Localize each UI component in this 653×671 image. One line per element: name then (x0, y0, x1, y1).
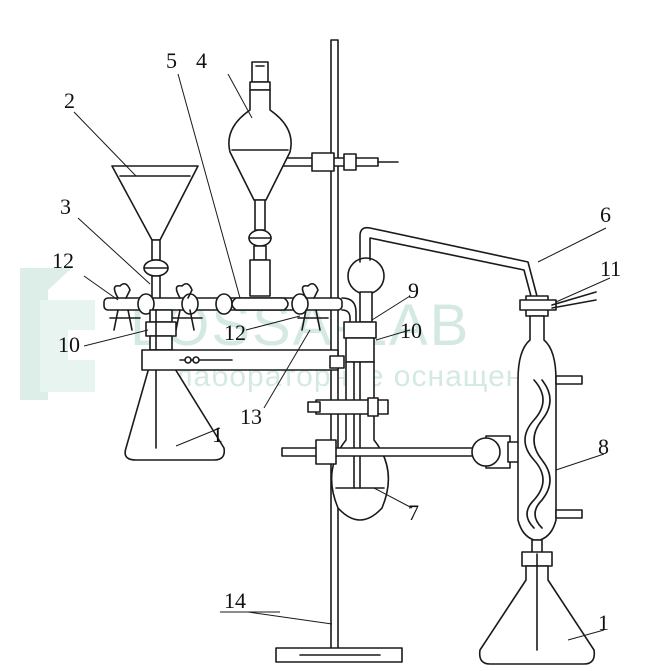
label-1-left: 1 (212, 422, 223, 447)
label-10-right: 10 (400, 318, 422, 343)
label-1-right: 1 (598, 610, 609, 635)
label-8: 8 (598, 434, 609, 459)
right-flask (478, 551, 596, 665)
label-7: 7 (408, 500, 419, 525)
separatory-funnel (228, 61, 292, 297)
receiving-flask (307, 321, 390, 521)
label-14: 14 (224, 588, 246, 613)
lab-stand (275, 39, 403, 663)
pinch-clamp-left (109, 282, 141, 331)
funnel (111, 165, 199, 303)
label-13: 13 (240, 404, 262, 429)
condenser (517, 295, 583, 555)
part-labels: 2 3 4 5 6 12 10 12 9 10 11 13 1 7 8 1 14 (52, 48, 621, 635)
label-6: 6 (600, 202, 611, 227)
manifold-tube (103, 293, 357, 469)
condenser-clamp (281, 435, 549, 469)
condenser-top-clamp (519, 291, 597, 311)
watermark: LOSSA-LAB лабораторное оснащение (20, 268, 558, 400)
label-2: 2 (64, 88, 75, 113)
label-4: 4 (196, 48, 207, 73)
label-12-middle: 12 (224, 320, 246, 345)
leader-lines (73, 73, 611, 641)
label-5: 5 (166, 48, 177, 73)
label-11: 11 (600, 256, 621, 281)
label-10-left: 10 (58, 332, 80, 357)
watermark-logo (20, 268, 95, 400)
label-9: 9 (408, 278, 419, 303)
label-12-left: 12 (52, 248, 74, 273)
label-3: 3 (60, 194, 71, 219)
bulb-and-outlet (347, 226, 539, 323)
pinch-clamp-right (297, 282, 329, 331)
